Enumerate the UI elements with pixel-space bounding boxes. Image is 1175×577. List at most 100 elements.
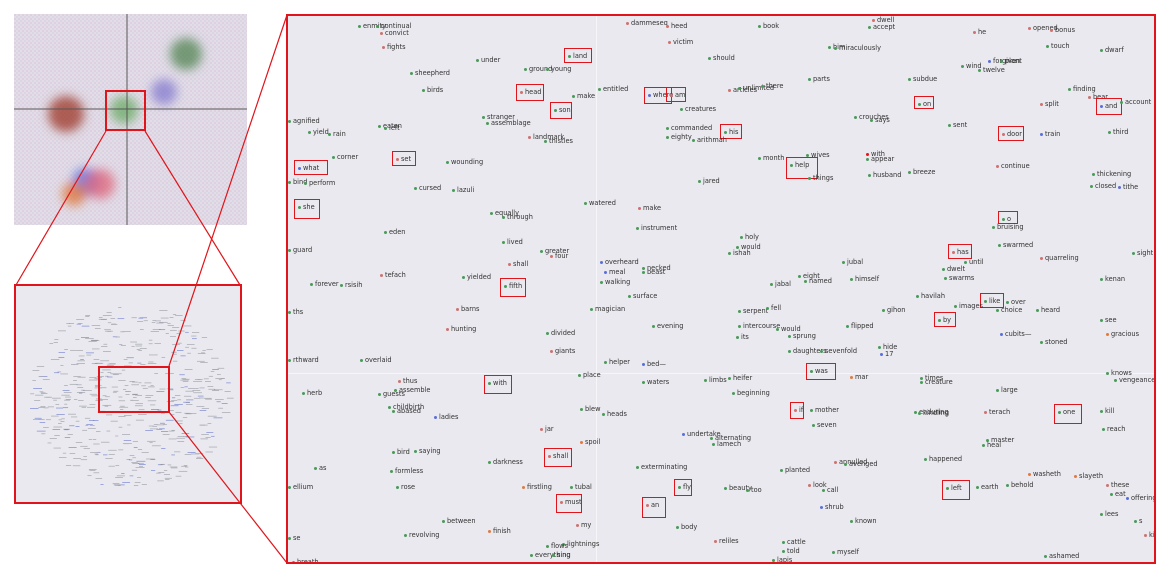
word-text: make (577, 92, 596, 100)
word-dot (878, 345, 881, 349)
word-text: equally (495, 209, 520, 217)
word-dot (530, 553, 533, 557)
word-label: call (822, 486, 838, 494)
word-label: closed (1090, 182, 1116, 190)
word-text: giants (555, 347, 576, 355)
word-dot (298, 205, 301, 209)
word-dot (452, 188, 455, 192)
highlight-box (1054, 404, 1082, 424)
word-text: wind (966, 62, 982, 70)
word-label: kis (1144, 531, 1154, 539)
word-text: what (303, 164, 320, 172)
word-dot (880, 352, 883, 356)
word-dot (866, 157, 869, 161)
word-label: miraculously (834, 44, 881, 52)
word-text: see (1105, 316, 1117, 324)
word-label: must (560, 498, 582, 506)
word-label: reliles (714, 537, 739, 545)
word-dot (642, 266, 645, 270)
word-label: seven (812, 421, 837, 429)
highlight-box (500, 278, 526, 297)
word-label: eden (384, 228, 405, 236)
word-label: sent (948, 121, 967, 129)
word-text: kenan (1105, 275, 1126, 283)
word-dot (1126, 496, 1129, 500)
word-text: eight (803, 272, 820, 280)
cluster-blob (48, 96, 84, 132)
grid-line (288, 373, 1154, 374)
word-label: lapis (772, 556, 792, 562)
word-text: bonus (1055, 26, 1076, 34)
word-text: mar (855, 373, 869, 381)
word-label: thickening (1092, 170, 1131, 178)
word-text: hunting (451, 325, 477, 333)
word-text: flipped (851, 322, 874, 330)
word-dot (1040, 132, 1043, 136)
word-dot (850, 519, 853, 523)
word-text: creatures (685, 105, 717, 113)
word-dot (376, 24, 379, 28)
word-text: left (951, 484, 962, 492)
word-text: choice (1001, 306, 1023, 314)
word-dot (476, 58, 479, 62)
word-label: his (724, 128, 738, 136)
word-text: bruising (997, 223, 1024, 231)
word-label: heard (1036, 306, 1060, 314)
word-label: as (314, 464, 326, 472)
highlight-box (516, 84, 544, 101)
word-dot (996, 164, 999, 168)
word-text: plant (1005, 57, 1022, 65)
word-text: watered (589, 199, 616, 207)
word-dot (952, 250, 955, 254)
word-text: earth (981, 483, 999, 491)
word-text: eaten (383, 122, 402, 130)
word-label: forgiven (988, 57, 1020, 65)
word-dot (578, 373, 581, 377)
word-label: says (870, 116, 890, 124)
word-label: lazuli (452, 186, 474, 194)
word-dot (394, 388, 397, 392)
word-text: subdue (913, 75, 938, 83)
word-dot (600, 280, 603, 284)
word-dot (678, 485, 681, 489)
word-dot (482, 115, 485, 119)
word-label: heads (602, 410, 627, 418)
highlight-box (998, 211, 1018, 224)
word-dot (828, 45, 831, 49)
word-dot (924, 457, 927, 461)
word-text: perform (309, 179, 336, 187)
word-text: cursed (419, 184, 442, 192)
word-dot (758, 156, 761, 160)
word-label: lamech (712, 440, 741, 448)
word-text: intercourse (743, 322, 781, 330)
word-dot (378, 124, 381, 128)
word-text: rthward (293, 356, 319, 364)
word-dot (488, 381, 491, 385)
word-dot (1100, 277, 1103, 281)
word-text: reliles (719, 537, 739, 545)
word-dot (434, 415, 437, 419)
word-dot (788, 349, 791, 353)
cluster-blob (170, 38, 202, 70)
word-text: shall (553, 452, 569, 460)
word-label: annulled (834, 458, 867, 466)
word-dot (600, 260, 603, 264)
word-dot (794, 408, 797, 412)
word-text: kindling (923, 409, 950, 417)
word-label: victim (668, 38, 693, 46)
word-label: sevenfold (820, 347, 857, 355)
word-dot (292, 560, 295, 562)
word-dot (820, 505, 823, 509)
word-text: corner (337, 153, 359, 161)
word-label: instrument (636, 224, 677, 232)
word-text: four (555, 252, 569, 260)
word-label: fell (766, 304, 781, 312)
word-text: his (729, 128, 739, 136)
word-dot (1040, 340, 1043, 344)
word-label: ladies (434, 413, 458, 421)
word-dot (996, 308, 999, 312)
word-label: breeze (908, 168, 935, 176)
word-dot (944, 276, 947, 280)
word-text: hide (883, 343, 898, 351)
word-dot (728, 376, 731, 380)
